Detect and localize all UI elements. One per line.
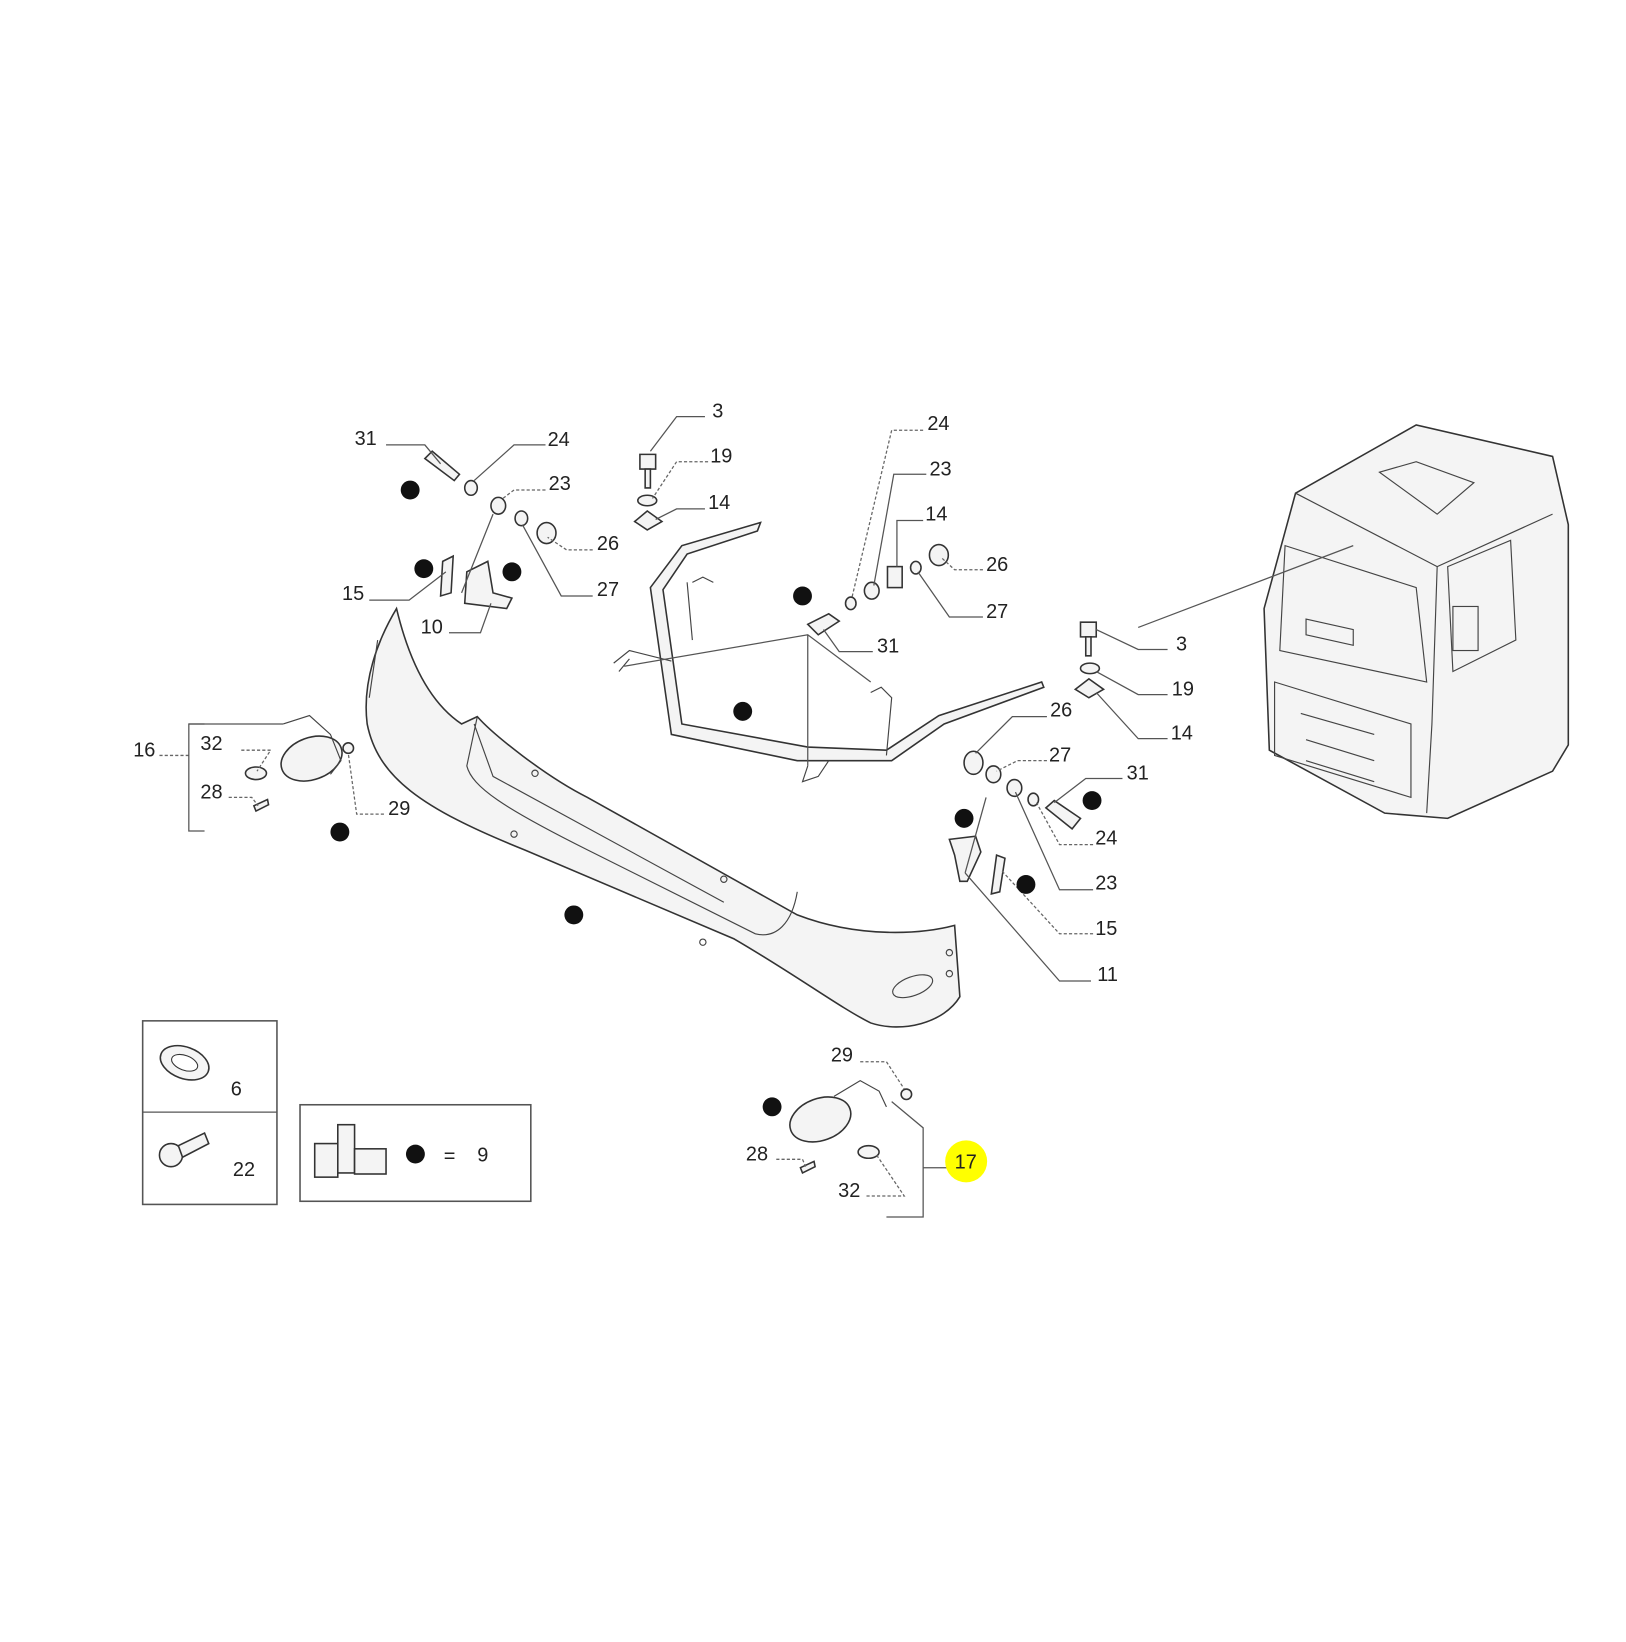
callout[interactable]: 10 xyxy=(421,617,443,639)
callout[interactable]: 14 xyxy=(1171,723,1193,745)
callout[interactable]: 6 xyxy=(231,1078,242,1100)
hardware-center xyxy=(633,453,950,636)
callout[interactable]: 29 xyxy=(831,1045,853,1067)
callout[interactable]: 23 xyxy=(549,473,571,495)
callout[interactable]: 15 xyxy=(342,583,364,605)
kit-dot xyxy=(733,701,753,721)
kit-dot xyxy=(793,586,812,606)
callout[interactable]: 27 xyxy=(597,579,619,601)
callout[interactable]: 23 xyxy=(929,458,951,480)
kit-dot xyxy=(1082,791,1102,810)
highlight-marker xyxy=(945,1140,988,1183)
kit-dot xyxy=(400,480,420,500)
kit-dot xyxy=(1016,875,1036,894)
side-marker-lamp-left xyxy=(244,714,355,813)
callout[interactable]: 32 xyxy=(838,1180,860,1202)
callout[interactable]: 26 xyxy=(597,533,619,555)
hardware-left xyxy=(423,450,557,610)
callout[interactable]: 14 xyxy=(925,503,947,525)
callout[interactable]: 3 xyxy=(1176,634,1187,656)
callout[interactable]: 16 xyxy=(133,739,155,761)
callout[interactable]: 3 xyxy=(712,401,723,423)
kit-dot xyxy=(330,822,350,842)
kit-dot xyxy=(502,562,522,582)
callout[interactable]: 28 xyxy=(200,781,222,803)
callout[interactable]: 27 xyxy=(986,601,1008,623)
callout[interactable]: 23 xyxy=(1095,873,1117,895)
callout[interactable]: 22 xyxy=(233,1159,255,1181)
legend-boxes xyxy=(141,1020,532,1206)
callout-labels: 31 24 23 26 27 15 10 3 19 14 24 23 14 26… xyxy=(133,401,1194,1202)
kit-dot xyxy=(414,559,434,579)
side-marker-lamp-right xyxy=(789,1079,913,1175)
callout[interactable]: 31 xyxy=(1127,763,1149,785)
callout[interactable]: 31 xyxy=(355,428,377,450)
kit-dot xyxy=(405,1144,425,1164)
callout[interactable]: 32 xyxy=(200,733,222,755)
callout[interactable]: 26 xyxy=(1050,700,1072,722)
callout[interactable]: 29 xyxy=(388,798,410,820)
callout[interactable]: 24 xyxy=(548,429,570,451)
leader-lines xyxy=(159,415,1168,1218)
kit-dot xyxy=(954,808,974,828)
callout[interactable]: 15 xyxy=(1095,918,1117,940)
legend-equals: = xyxy=(444,1145,456,1167)
callout[interactable]: 14 xyxy=(708,492,730,514)
callout[interactable]: 24 xyxy=(927,413,949,435)
callout[interactable]: 26 xyxy=(986,554,1008,576)
callout[interactable]: 31 xyxy=(877,636,899,658)
callout[interactable]: 28 xyxy=(746,1143,768,1165)
hardware-right xyxy=(948,621,1106,895)
callout[interactable]: 19 xyxy=(1172,679,1194,701)
truck-cab-illustration xyxy=(1137,424,1570,820)
callout[interactable]: 19 xyxy=(710,446,732,468)
kit-dot-markers xyxy=(330,480,1102,1164)
bumper-panel xyxy=(365,606,961,1028)
callout[interactable]: 9 xyxy=(477,1144,488,1166)
kit-dot xyxy=(564,905,584,925)
callout[interactable]: 24 xyxy=(1095,828,1117,850)
callout[interactable]: 27 xyxy=(1049,745,1071,767)
callout-highlighted[interactable]: 17 xyxy=(955,1152,977,1174)
callout[interactable]: 11 xyxy=(1097,964,1118,986)
kit-dot xyxy=(762,1097,782,1117)
bumper-support-frame xyxy=(613,521,1045,783)
